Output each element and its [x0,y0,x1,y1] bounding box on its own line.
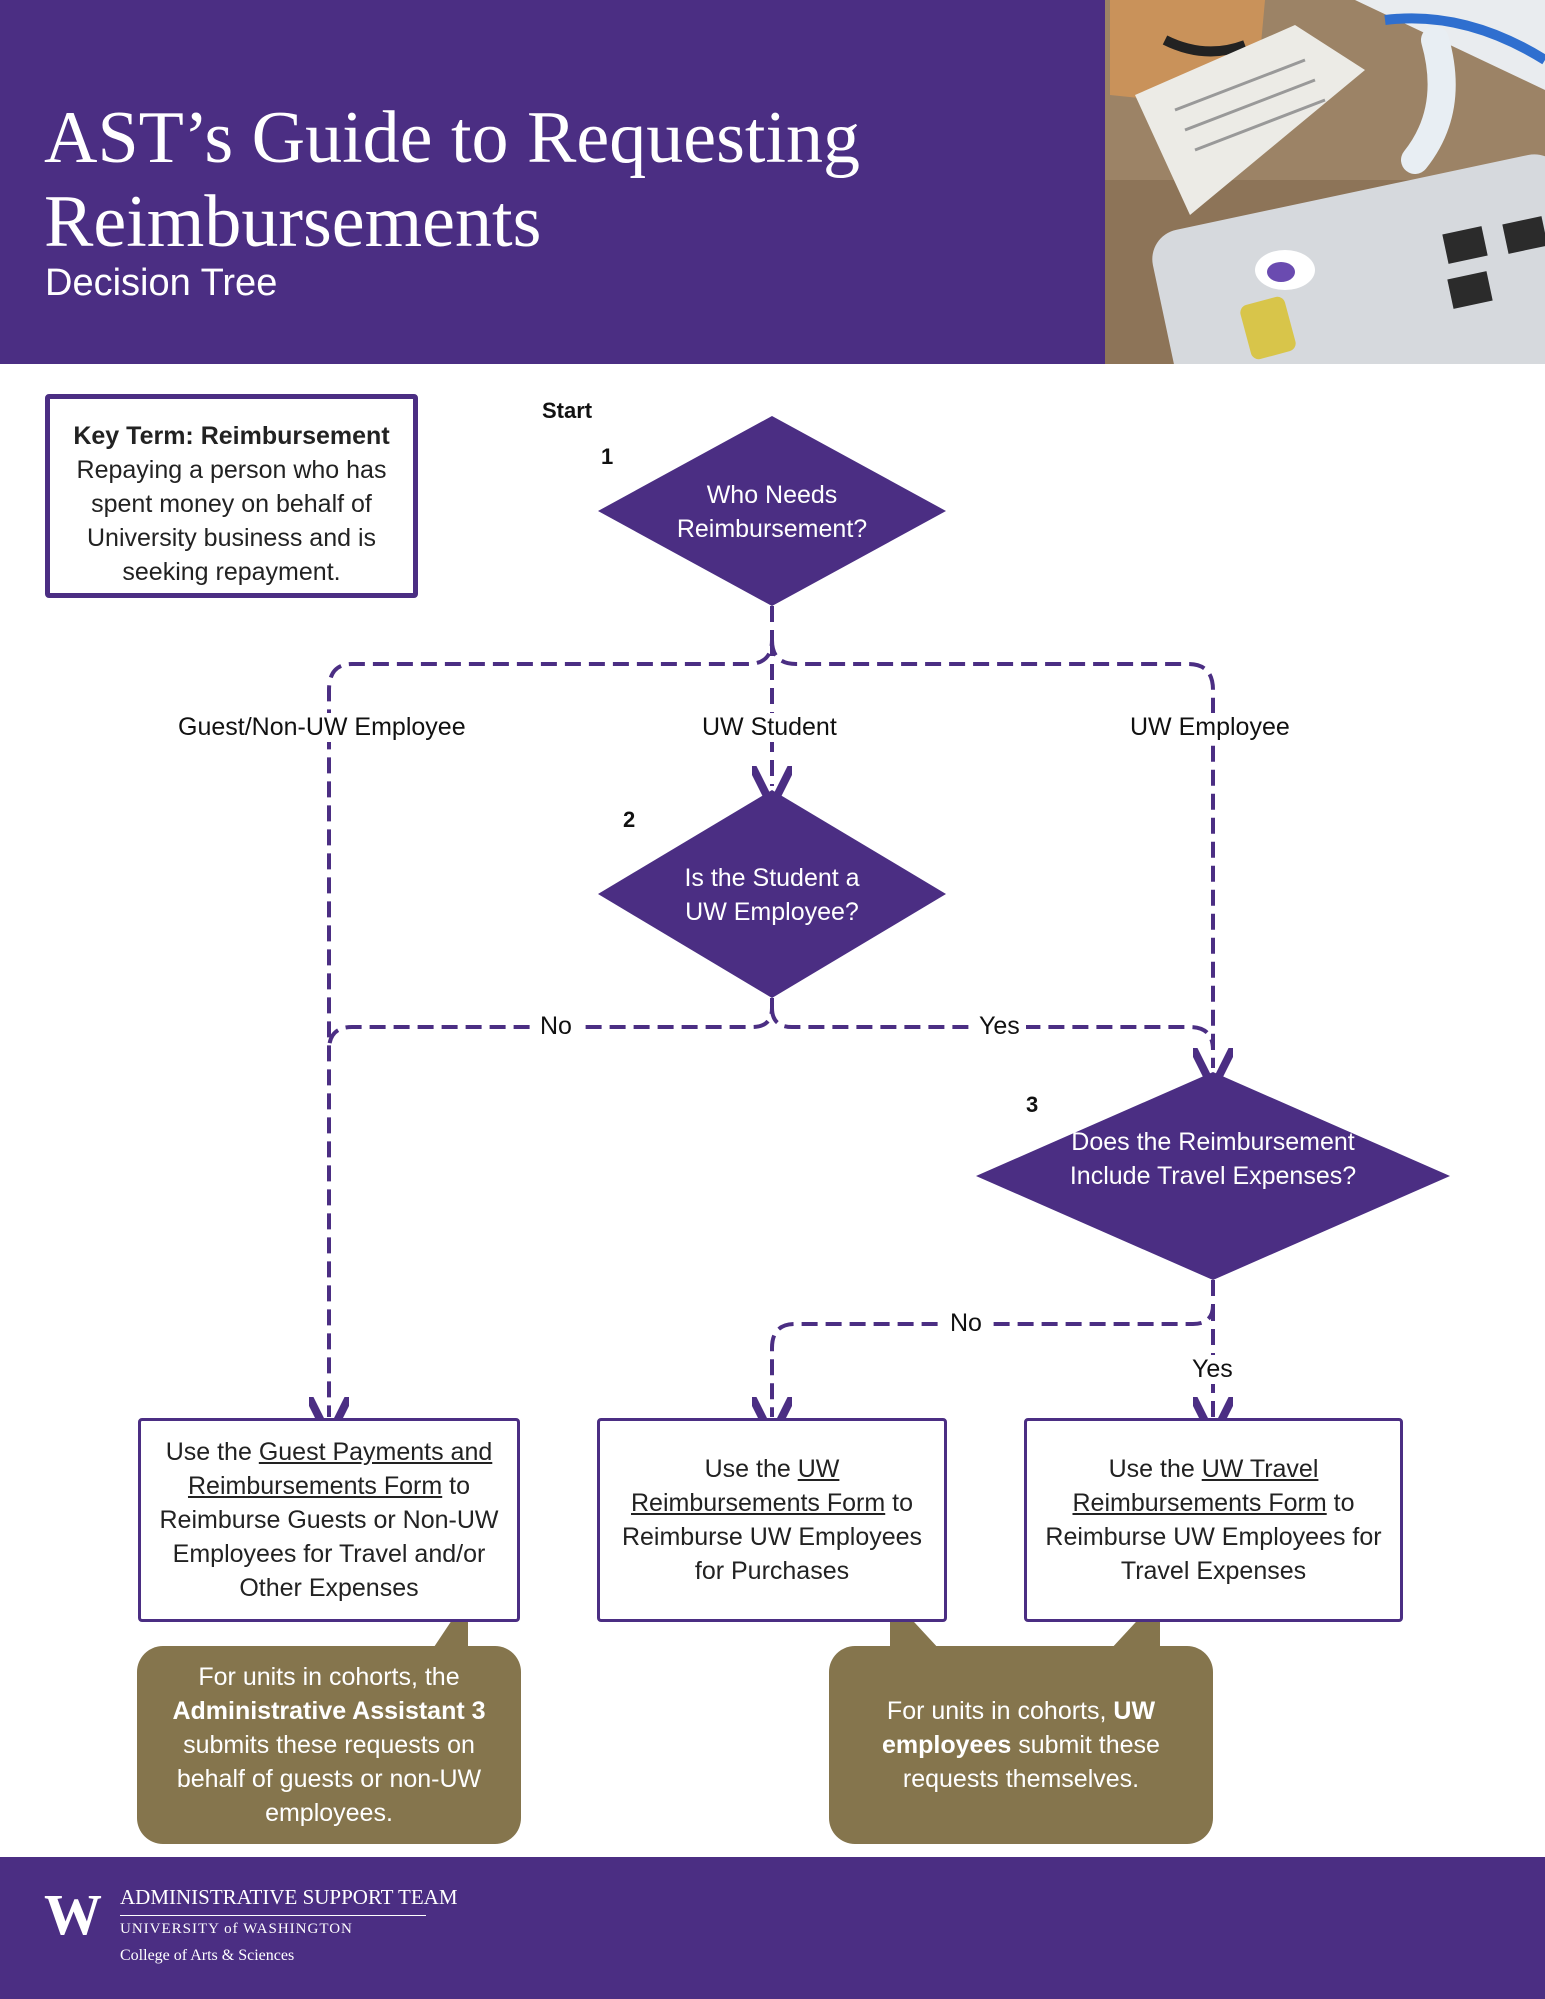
connector-step3-no [772,1280,1215,1417]
diamond-step1 [598,416,946,606]
outcome-guest-pre: Use the [165,1438,259,1466]
desk-photo-illustration [1105,0,1545,364]
uw-w-logo-icon: W [44,1882,102,1947]
outcome-travel-pre: Use the [1108,1455,1202,1483]
page-title: AST’s Guide to Requesting Reimbursements [44,97,861,263]
diamond-step3 [976,1072,1450,1280]
uw-travel-reimbursements-form-link[interactable]: UW Travel Reimbursements Form [1072,1455,1327,1517]
step1-number: 1 [601,444,614,469]
guest-payments-form-link[interactable]: Guest Payments and Reimbursements Form [187,1438,493,1500]
connector-step2-no [327,998,774,1051]
step3-question: Does the Reimbursement Include Travel Ex… [1069,1128,1357,1190]
uw-reimbursements-form-link[interactable]: UW Reimbursements Form [630,1455,886,1517]
outcome-guest-box: Use the Guest Payments and Reimbursement… [138,1418,520,1622]
footer-university: UNIVERSITY of WASHINGTON [120,1921,353,1937]
branch-guest-label: Guest/Non-UW Employee [172,713,472,742]
flow-connectors [0,416,1450,1650]
footer-college: College of Arts & Sciences [120,1947,295,1964]
key-term-heading: Key Term: Reimbursement [73,422,390,450]
connector-employee [770,639,1213,1068]
step2-no-label: No [534,1012,578,1041]
outcome-travel-box: Use the UW Travel Reimbursements Form to… [1024,1418,1403,1622]
branch-employee-label: UW Employee [1124,713,1296,742]
note-left-bold: Administrative Assistant 3 [172,1697,486,1725]
note-left-post: submits these requests on behalf of gues… [176,1731,482,1827]
connector-guest [329,606,774,1417]
footer-divider [120,1915,426,1916]
key-term-box: Key Term: Reimbursement Repaying a perso… [45,394,418,598]
footer-team-name: ADMINISTRATIVE SUPPORT TEAM [120,1885,458,1909]
outcome-travel-post: to Reimburse UW Employees for Travel Exp… [1045,1489,1382,1585]
outcome-purchases-pre: Use the [704,1455,798,1483]
branch-student-label: UW Student [696,713,843,742]
note-left-pre: For units in cohorts, the [198,1663,460,1691]
step1-question: Who Needs Reimbursement? [676,481,868,543]
step3-number: 3 [1026,1092,1039,1117]
key-term-definition: Repaying a person who has spent money on… [76,456,387,586]
note-right-post: submit these requests themselves. [902,1731,1160,1793]
step2-number: 2 [623,807,636,832]
outcome-guest-post: to Reimburse Guests or Non-UW Employees … [159,1472,499,1602]
outcome-purchases-post: to Reimburse UW Employees for Purchases [621,1489,923,1585]
note-right-bubble: For units in cohorts, UW employees submi… [829,1646,1213,1844]
step2-question: Is the Student a UW Employee? [684,864,860,926]
page-subtitle: Decision Tree [45,262,278,304]
start-label: Start [542,398,593,423]
header-banner: AST’s Guide to Requesting Reimbursements… [0,0,1105,364]
note-right-bold: UW employees [882,1697,1156,1759]
diamond-step2 [598,790,946,998]
step3-yes-label: Yes [1186,1355,1239,1384]
step2-yes-label: Yes [973,1012,1026,1041]
note-left-bubble: For units in cohorts, the Administrative… [137,1646,521,1844]
outcome-purchases-box: Use the UW Reimbursements Form to Reimbu… [597,1418,947,1622]
step3-no-label: No [944,1309,988,1338]
header-photo [1105,0,1545,364]
note-right-pre: For units in cohorts, [886,1697,1114,1725]
footer: W ADMINISTRATIVE SUPPORT TEAM UNIVERSITY… [0,1857,1545,1999]
